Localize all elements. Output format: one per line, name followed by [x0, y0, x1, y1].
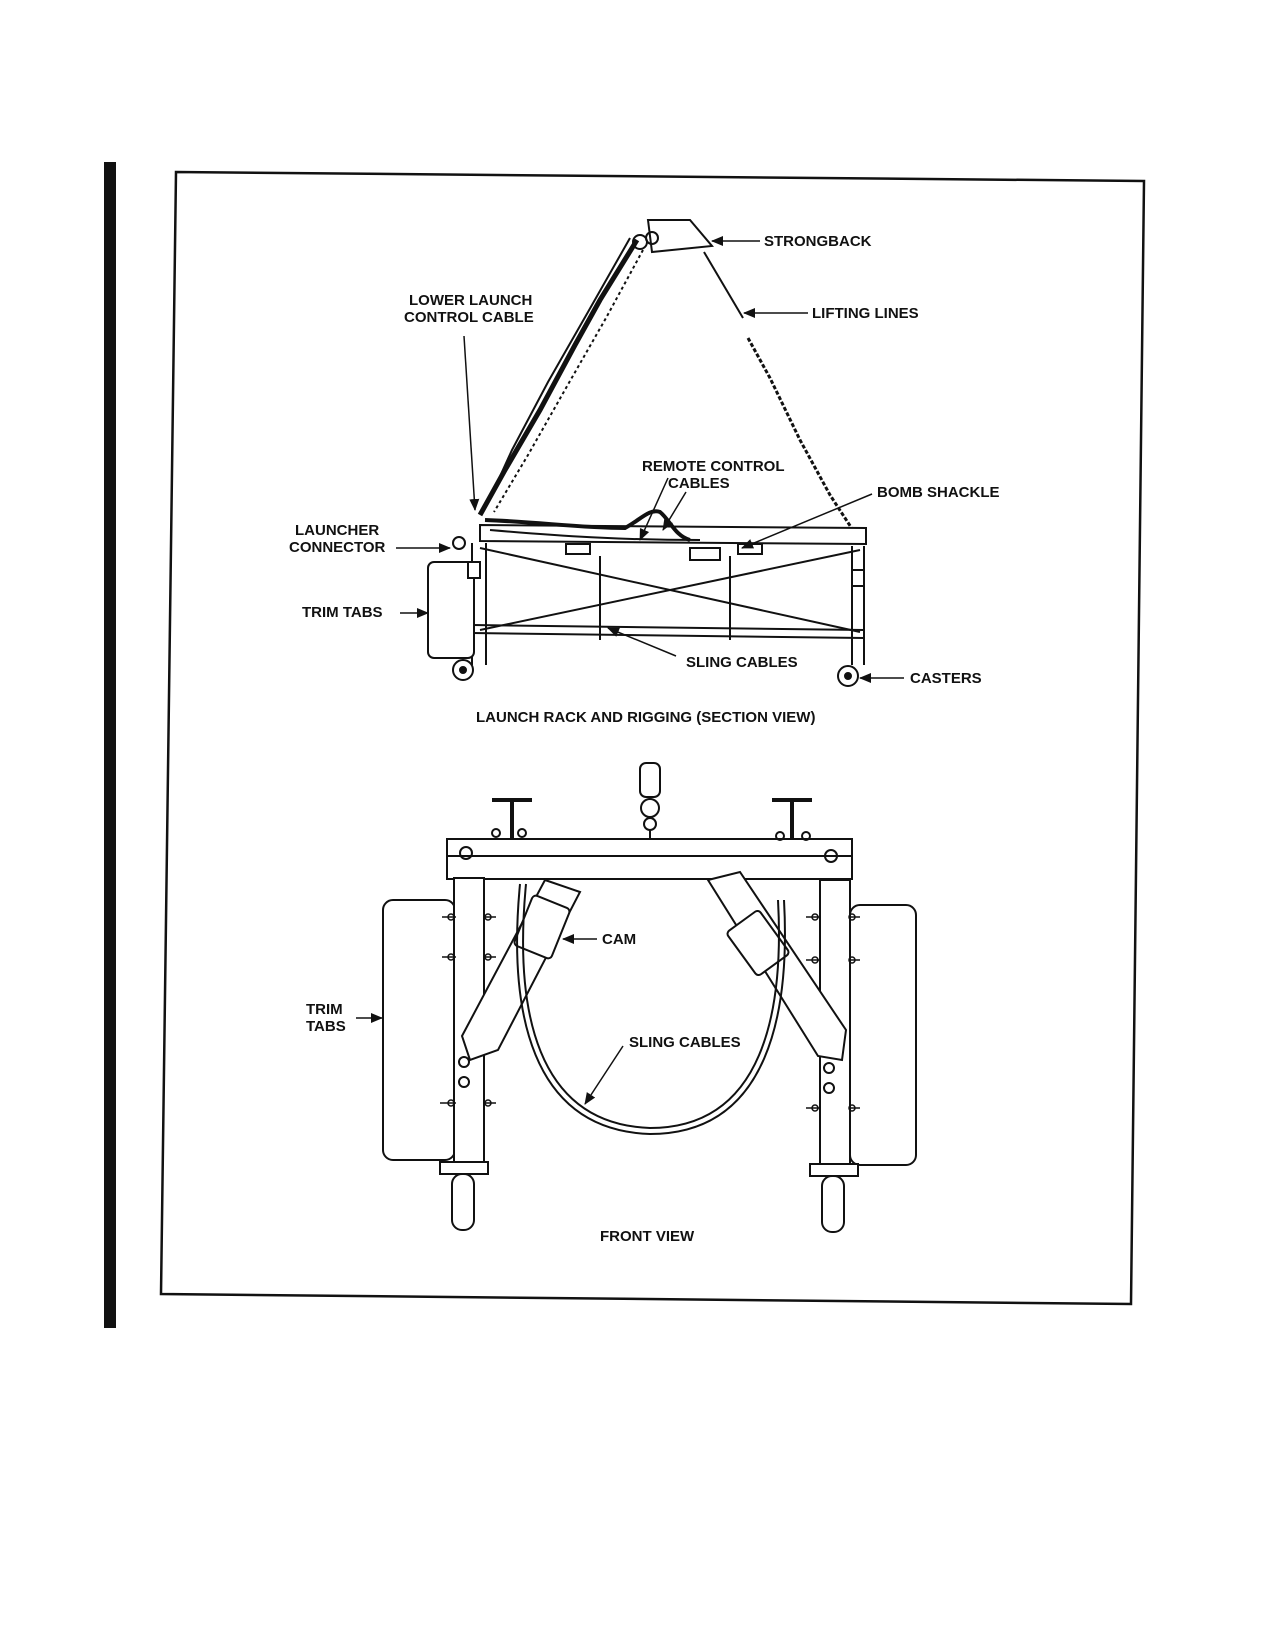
- front-view-drawing: [382, 762, 917, 1233]
- front-view-caption: FRONT VIEW: [600, 1228, 695, 1245]
- section-view-drawing: [427, 219, 867, 687]
- bomb-shackle-leader: [741, 493, 873, 549]
- strongback-plate: [646, 219, 714, 254]
- trim-tab: [382, 899, 456, 1161]
- label-cam: CAM: [602, 931, 636, 948]
- label-sling-cables: SLING CABLES: [686, 654, 798, 671]
- front-view-labels: CAM TRIM TABS SLING CABLES FRONT VIEW: [306, 931, 741, 1245]
- caster: [837, 665, 859, 687]
- label-launcher-1: LAUNCHER: [295, 522, 379, 539]
- label-trim-tabs: TRIM TABS: [302, 604, 383, 621]
- label-lower-launch-2: CONTROL CABLE: [404, 309, 534, 326]
- label-strongback: STRONGBACK: [764, 233, 872, 250]
- caster: [452, 659, 474, 681]
- margin-bar: [104, 162, 116, 1328]
- label-launcher-2: CONNECTOR: [289, 539, 386, 556]
- label-bomb-shackle: BOMB SHACKLE: [877, 484, 1000, 501]
- label-remote-control-1: REMOTE CONTROL: [642, 458, 785, 475]
- caster-wheel: [821, 1175, 845, 1233]
- caster-wheel: [451, 1173, 475, 1231]
- trim-tab: [849, 904, 917, 1166]
- label-casters: CASTERS: [910, 670, 982, 687]
- remote-control-leader-1: [639, 477, 669, 541]
- sling-cables-leader: [607, 627, 677, 657]
- top-beam: [446, 838, 853, 880]
- label-trim-1: TRIM: [306, 1001, 343, 1018]
- sling-cable: [479, 549, 861, 631]
- remote-control-leader-2: [662, 491, 687, 531]
- label-trim-2: TABS: [306, 1018, 346, 1035]
- section-view-labels: STRONGBACK LIFTING LINES LOWER LAUNCH CO…: [289, 233, 1000, 726]
- label-sling-cables-front: SLING CABLES: [629, 1034, 741, 1051]
- sling-cables-front-leader: [584, 1045, 624, 1105]
- sling-cable-loop: [516, 883, 786, 1136]
- cam-right: [726, 909, 790, 977]
- label-lower-launch-1: LOWER LAUNCH: [409, 292, 532, 309]
- rack-rail: [479, 523, 867, 546]
- label-remote-control-2: CABLES: [668, 475, 730, 492]
- label-lifting-lines: LIFTING LINES: [812, 305, 919, 322]
- lower-launch-leader: [463, 335, 480, 511]
- figure-frame: [159, 170, 1146, 1306]
- section-view-caption: LAUNCH RACK AND RIGGING (SECTION VIEW): [476, 709, 815, 726]
- lifting-line: [703, 251, 744, 319]
